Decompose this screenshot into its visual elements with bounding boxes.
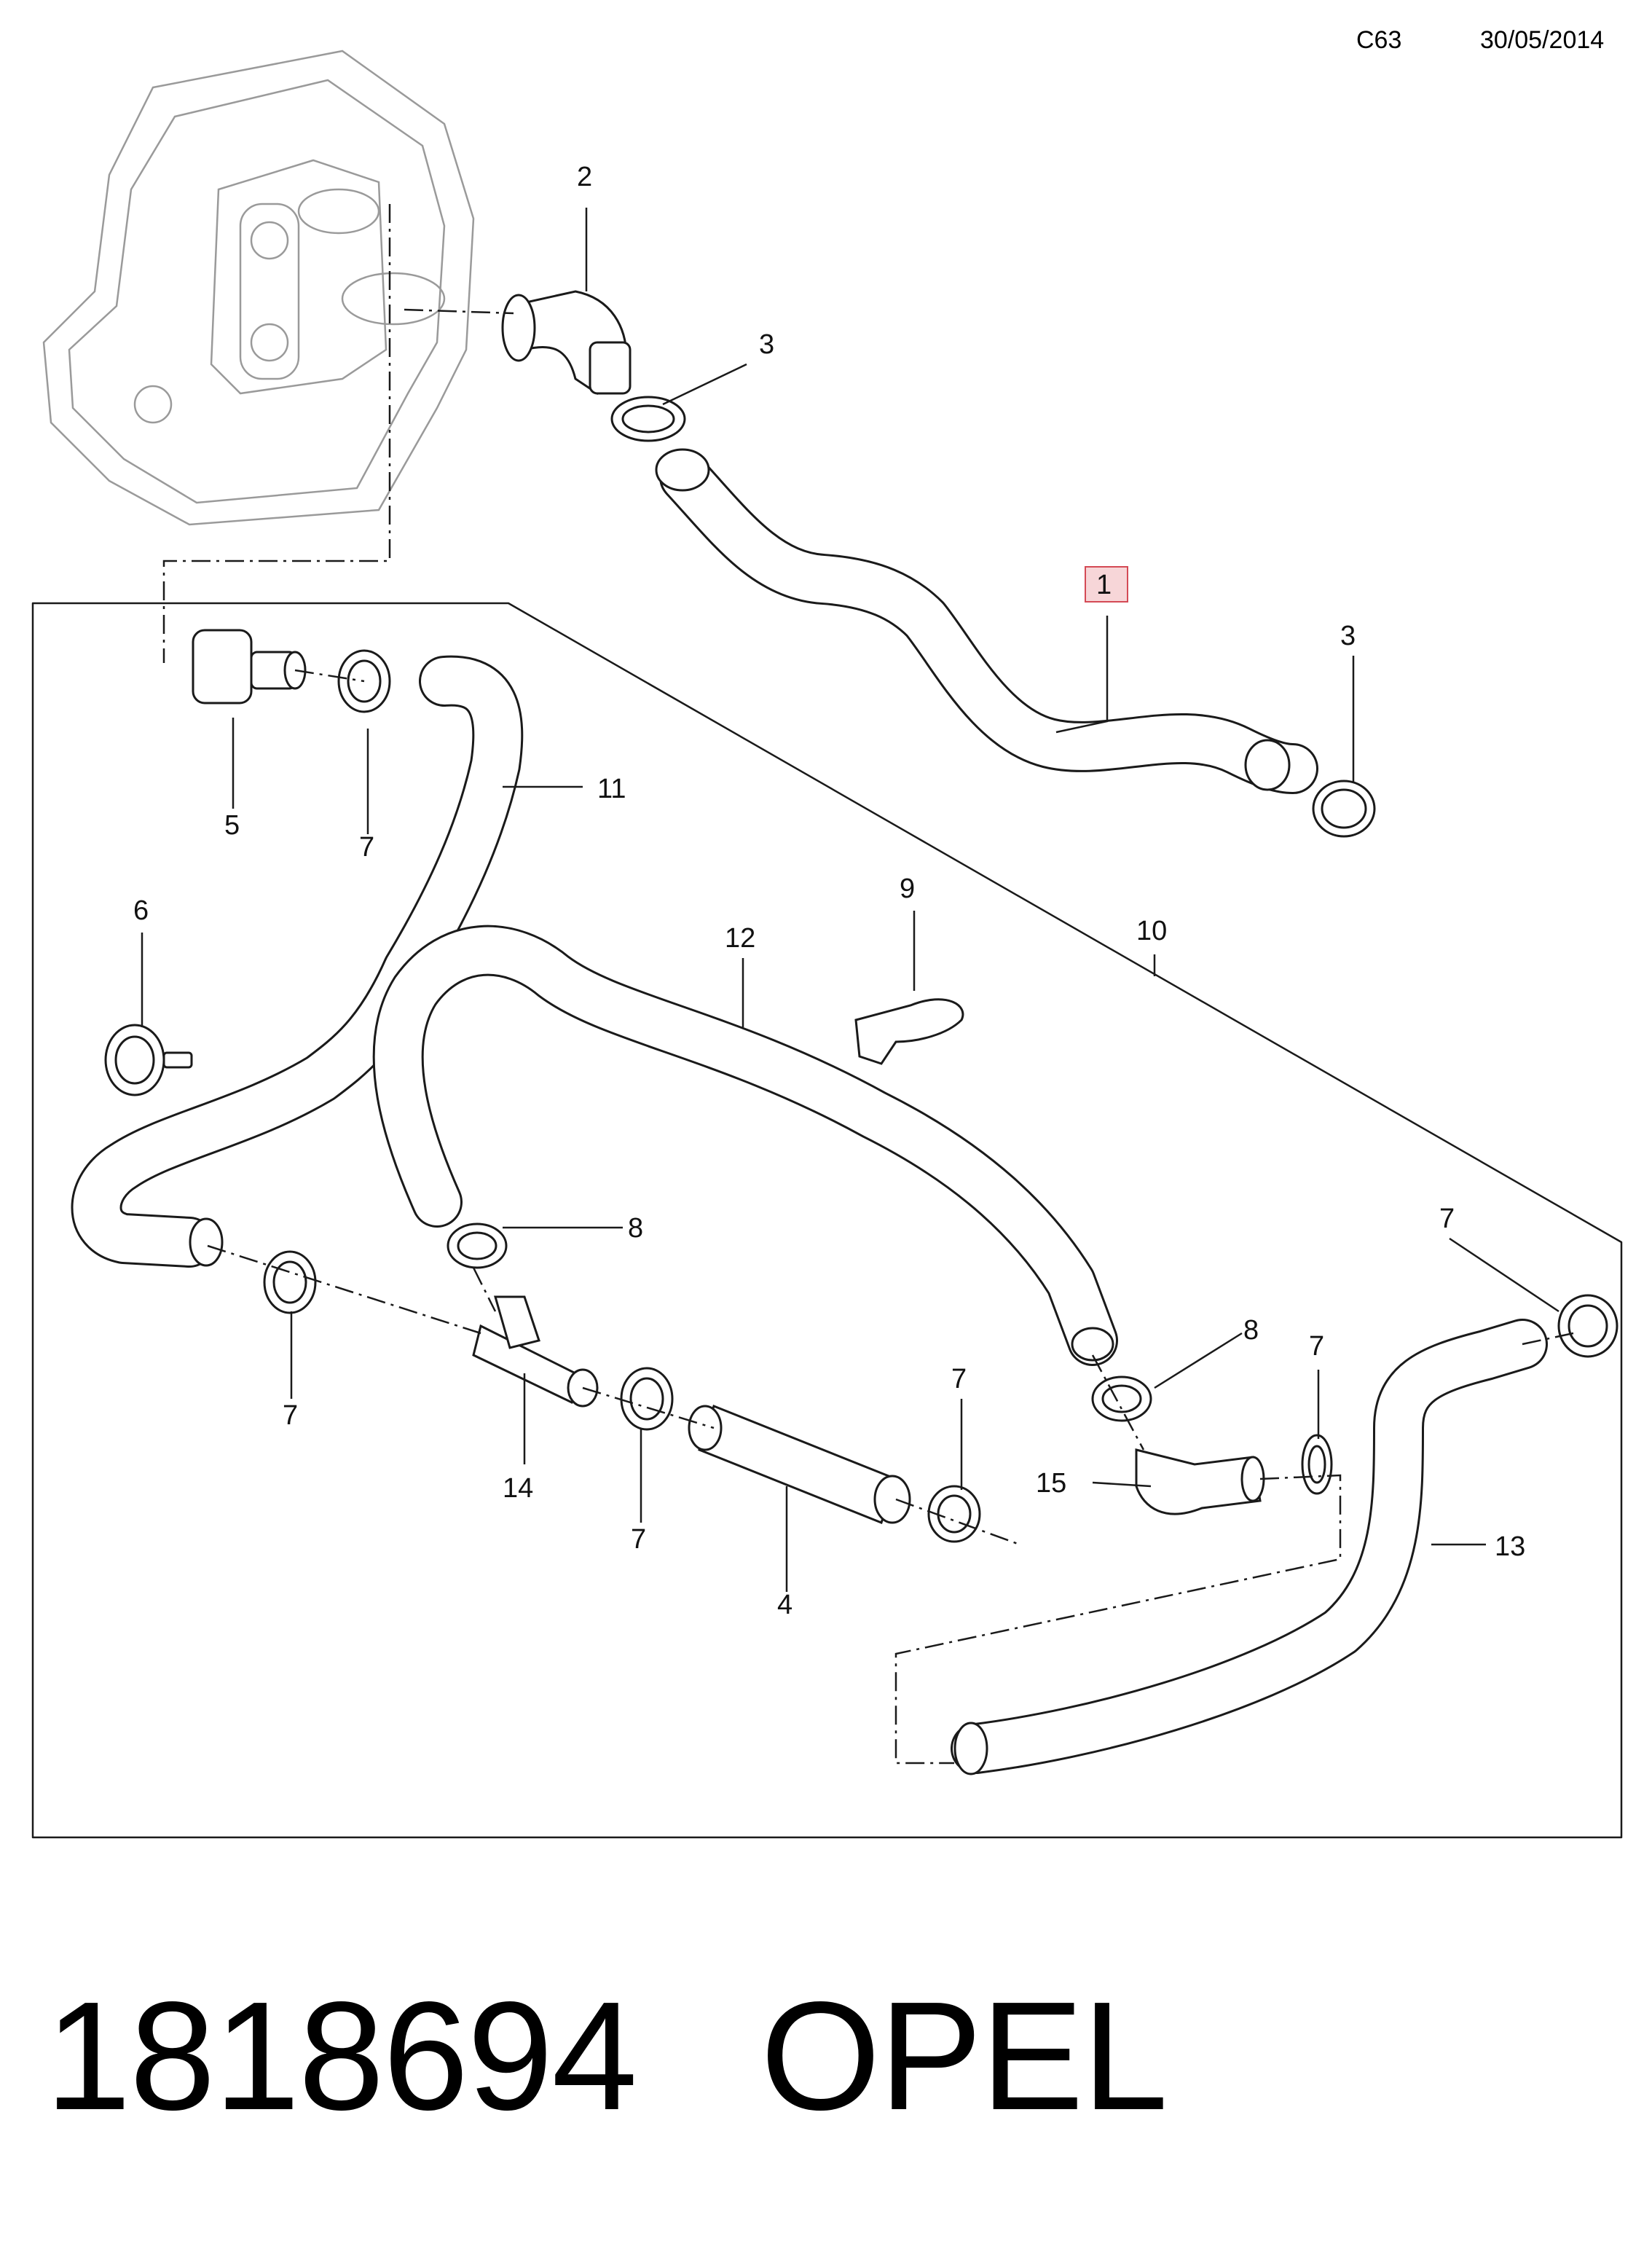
callout-8-a: 8 xyxy=(628,1213,643,1244)
elbow-connector-15 xyxy=(1135,1448,1265,1515)
brand-name: OPEL xyxy=(760,1969,1168,2142)
clamp-7-c xyxy=(620,1367,674,1431)
callout-7-b: 7 xyxy=(283,1400,298,1431)
callout-3-right: 3 xyxy=(1340,621,1356,651)
callout-3-top: 3 xyxy=(759,329,774,360)
callout-11: 11 xyxy=(597,774,626,804)
callout-12: 12 xyxy=(725,923,755,954)
callout-1: 1 xyxy=(1096,570,1112,600)
callout-10: 10 xyxy=(1136,916,1167,946)
clamp-3-top xyxy=(610,396,686,442)
elbow-connector-2 xyxy=(501,290,632,396)
callout-15: 15 xyxy=(1036,1468,1066,1499)
footer-caption: 1818694 OPEL xyxy=(45,1967,1168,2145)
leader-lines xyxy=(141,208,1559,1592)
diagram-date: 30/05/2014 xyxy=(1480,26,1605,54)
callout-6: 6 xyxy=(133,895,149,926)
kit-frame xyxy=(31,602,1623,1839)
callout-7-a: 7 xyxy=(359,832,374,863)
callout-2: 2 xyxy=(577,162,592,192)
parts-diagram: 1 2 3 3 4 5 6 7 7 7 7 7 7 8 8 9 10 11 12… xyxy=(31,50,1623,1839)
callout-1-highlight xyxy=(1085,566,1128,603)
callout-7-c: 7 xyxy=(631,1524,646,1555)
quick-connector-5 xyxy=(192,629,307,705)
tee-connector-14 xyxy=(472,1295,599,1408)
hose-12 xyxy=(372,925,1118,1366)
hose-4 xyxy=(688,1405,911,1524)
part-number: 1818694 xyxy=(45,1969,637,2142)
engine-block-outline xyxy=(42,50,475,526)
clamp-8-a xyxy=(447,1222,508,1269)
callout-5: 5 xyxy=(224,810,240,841)
clamp-7-b xyxy=(263,1250,317,1314)
hose-11 xyxy=(71,655,524,1268)
callout-8-b: 8 xyxy=(1243,1315,1259,1346)
hose-holder-9 xyxy=(854,998,964,1065)
callout-7-f: 7 xyxy=(1439,1204,1455,1234)
diagram-code: C63 xyxy=(1356,26,1402,54)
clamp-8-b xyxy=(1091,1375,1152,1422)
hose-13 xyxy=(951,1319,1548,1775)
screw-clamp-6 xyxy=(104,1024,193,1096)
callout-13: 13 xyxy=(1495,1531,1525,1562)
callout-7-e: 7 xyxy=(1309,1331,1324,1362)
clamp-7-e xyxy=(1301,1434,1333,1495)
callout-4: 4 xyxy=(777,1590,792,1620)
assembly-lines xyxy=(162,204,1574,1765)
callout-14: 14 xyxy=(503,1473,533,1504)
clamp-7-f xyxy=(1557,1294,1618,1358)
callout-7-d: 7 xyxy=(951,1364,967,1394)
callout-9: 9 xyxy=(900,874,915,904)
hose-1 xyxy=(655,448,1318,794)
clamp-3-right xyxy=(1312,780,1376,838)
